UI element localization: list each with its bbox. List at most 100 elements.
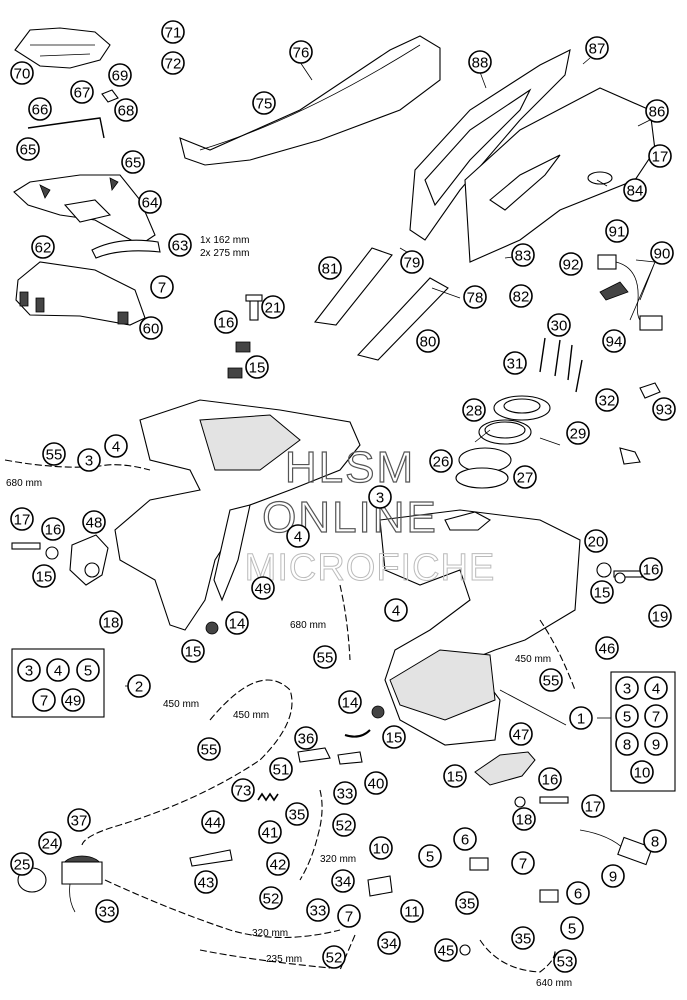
callout-number: 48 (86, 515, 103, 532)
callout-17b: 17 (10, 507, 34, 531)
callout-15d: 15 (181, 639, 205, 663)
callout-circle (630, 760, 654, 784)
callout-4a: 4 (104, 434, 128, 458)
callout-number: 64 (142, 195, 159, 212)
callout-circle (252, 91, 276, 115)
callout-number: 34 (381, 936, 398, 953)
callout-number: 18 (103, 615, 120, 632)
callout-66: 66 (28, 97, 52, 121)
callout-26: 26 (429, 449, 453, 473)
groupbox-right-item-9: 9 (644, 732, 668, 756)
callout-91: 91 (605, 219, 629, 243)
callout-24: 24 (38, 831, 62, 855)
callout-number: 3 (25, 663, 33, 680)
callout-number: 52 (263, 891, 280, 908)
callout-number: 29 (570, 426, 587, 443)
callout-number: 11 (404, 904, 420, 921)
groupbox-right-item-4: 4 (644, 676, 668, 700)
callout-number: 91 (609, 224, 626, 241)
callout-70: 70 (10, 61, 34, 85)
callout-32: 32 (595, 388, 619, 412)
callout-33a: 33 (333, 781, 357, 805)
callout-21: 21 (261, 295, 285, 319)
callout-circle (377, 931, 401, 955)
dim-hose-235: 235 mm (266, 954, 302, 965)
callout-62: 62 (31, 235, 55, 259)
callout-number: 14 (229, 616, 246, 633)
callout-number: 17 (585, 799, 602, 816)
callout-10: 10 (369, 836, 393, 860)
callout-18a: 18 (99, 610, 123, 634)
dim-hose-320-b: 320 mm (252, 928, 288, 939)
groupbox-left-item-4: 4 (46, 658, 70, 682)
callout-number: 2 (135, 679, 143, 696)
callout-number: 69 (112, 68, 129, 85)
callout-number: 15 (386, 730, 403, 747)
callout-36: 36 (294, 726, 318, 750)
callout-35a: 35 (285, 802, 309, 826)
callout-9: 9 (601, 864, 625, 888)
callout-7b: 7 (511, 851, 535, 875)
part-63-seal-strip (91, 239, 161, 259)
watermark-line3: MICROFICHE (245, 547, 496, 589)
callout-number: 88 (472, 55, 489, 72)
callout-number: 7 (40, 693, 48, 710)
callout-circle (384, 598, 408, 622)
callout-circle (138, 190, 162, 214)
callout-69: 69 (108, 63, 132, 87)
part-80-decal (356, 277, 449, 361)
callout-88: 88 (468, 50, 492, 74)
callout-circle (95, 899, 119, 923)
fuel-hoses (4, 459, 576, 973)
callout-circle (453, 827, 477, 851)
callout-number: 14 (342, 695, 359, 712)
callout-circle (639, 557, 663, 581)
callout-37: 37 (67, 808, 91, 832)
callout-circle (67, 808, 91, 832)
callout-86: 86 (645, 99, 669, 123)
dim-hose-680-mid: 680 mm (290, 620, 326, 631)
dim-hose-450-right: 450 mm (515, 654, 551, 665)
callout-circle (318, 256, 342, 280)
callout-circle (569, 706, 593, 730)
callout-circle (623, 178, 647, 202)
callout-circle (306, 898, 330, 922)
callout-circle (645, 99, 669, 123)
callout-number: 80 (420, 334, 437, 351)
part-60-holder (15, 261, 146, 326)
callout-circle (590, 580, 614, 604)
callout-55c: 55 (539, 668, 563, 692)
callout-number: 33 (310, 903, 327, 920)
callout-circle (38, 831, 62, 855)
callout-number: 68 (118, 103, 135, 120)
groupbox-left-item-5: 5 (76, 658, 100, 682)
callout-circle (644, 704, 668, 728)
callout-79: 79 (400, 250, 424, 274)
part-1-fuel-tank-right (379, 509, 581, 746)
callout-number: 28 (466, 403, 483, 420)
callout-number: 76 (293, 45, 310, 62)
callout-75: 75 (252, 91, 276, 115)
callout-81: 81 (318, 256, 342, 280)
callout-65a: 65 (16, 137, 40, 161)
callout-16d: 16 (538, 767, 562, 791)
callout-number: 55 (317, 650, 334, 667)
callout-15a: 15 (245, 355, 269, 379)
callout-34a: 34 (331, 869, 355, 893)
callout-number: 6 (574, 886, 582, 903)
callout-16b: 16 (41, 517, 65, 541)
callout-64: 64 (138, 190, 162, 214)
callout-60: 60 (139, 316, 163, 340)
callout-circle (331, 869, 355, 893)
groupbox-right-item-3: 3 (615, 676, 639, 700)
callout-number: 26 (433, 454, 450, 471)
callout-number: 33 (99, 904, 116, 921)
callout-number: 35 (515, 931, 532, 948)
callout-number: 15 (447, 769, 464, 786)
callout-circle (231, 778, 255, 802)
callout-18b: 18 (512, 807, 536, 831)
callout-number: 33 (337, 786, 354, 803)
callout-3b: 3 (368, 485, 392, 509)
callout-circle (511, 243, 535, 267)
callout-42: 42 (266, 852, 290, 876)
